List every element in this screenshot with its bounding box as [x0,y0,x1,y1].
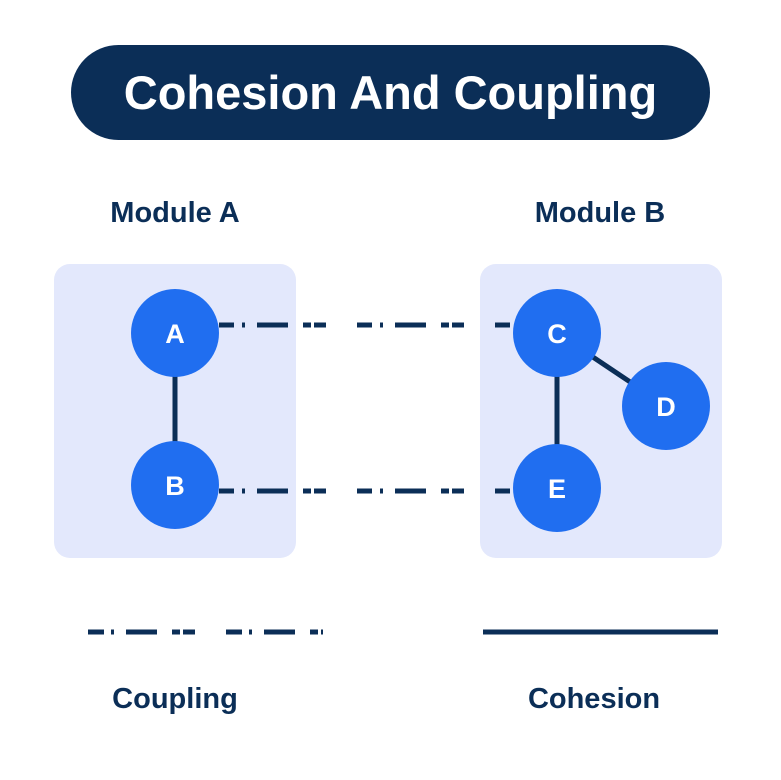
node-b: B [131,441,219,529]
node-d: D [622,362,710,450]
node-a: A [131,289,219,377]
svg-text:C: C [547,319,567,349]
legend-cohesion-label: Cohesion [527,683,661,715]
svg-text:B: B [165,471,185,501]
legend-coupling-label: Coupling [112,683,238,715]
module-a-label: Module A [110,197,240,229]
module-b-label: Module B [534,197,666,229]
node-e: E [513,444,601,532]
svg-text:D: D [656,392,676,422]
node-c: C [513,289,601,377]
svg-text:A: A [165,319,185,349]
diagram-title: Cohesion And Coupling [71,45,710,140]
svg-text:E: E [548,474,566,504]
